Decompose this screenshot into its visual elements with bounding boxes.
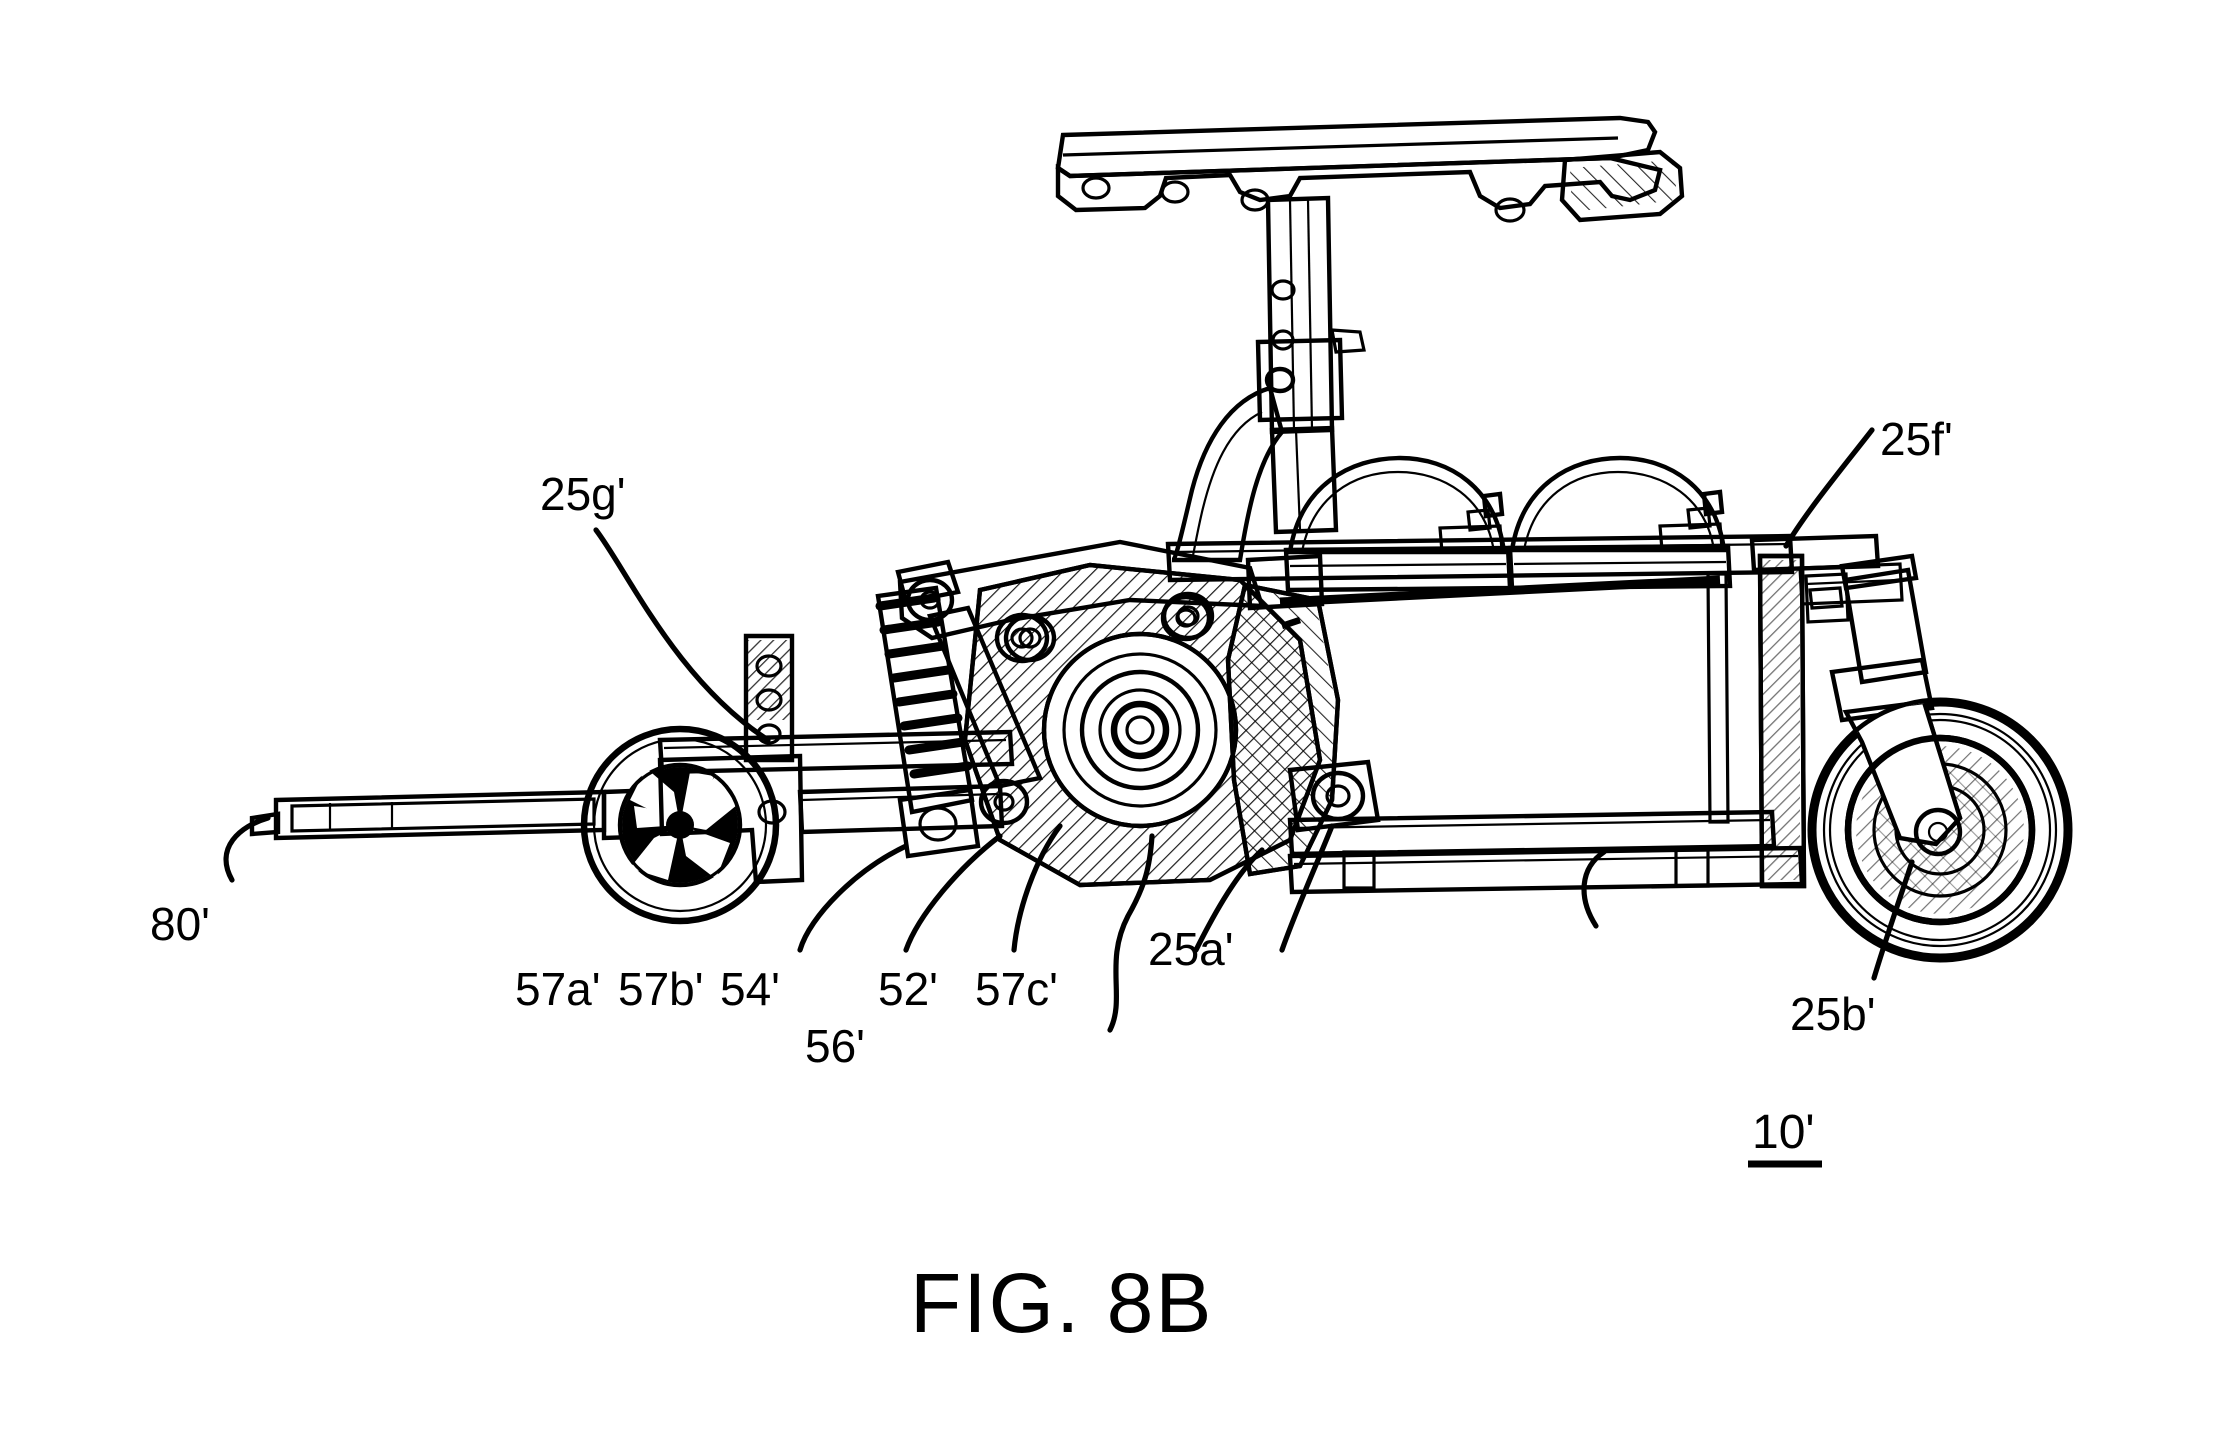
handlebar-hole [1081,176,1111,200]
ref-label-57b: 57b' [618,963,704,1015]
shock-eye [918,806,958,842]
collar-bolt [1264,366,1296,394]
motor-mount-bolt-center [1325,784,1351,808]
figure-caption: FIG. 8B [910,1256,1213,1350]
caster-hub-detail [1842,702,2024,914]
bracket-hole [755,654,783,678]
post-bolt [1270,279,1296,301]
front-wheel [580,725,780,925]
ref-label-25b: 25b' [1790,988,1876,1040]
front-wheel-spokes [622,767,738,883]
ref-label-25g: 25g' [540,468,626,520]
rear-panel [1798,562,1904,606]
caster-wheel [1807,553,2073,963]
leader-lines [223,427,1915,1033]
gearbox-bolt [978,778,1030,826]
ref-label-25f: 25f' [1880,413,1953,465]
ref-label-25a: 25a' [1148,923,1234,975]
front-wheel-tire [580,725,780,925]
bracket-hole [757,799,787,825]
bracket-hole [755,688,783,712]
gearbox-bolt [994,612,1050,664]
handle-neck-shroud [1170,385,1285,563]
handlebar [1055,115,1685,223]
reference-numerals: 80' 25g' 57a' 57b' 54' 56' 52' 57c' 25a'… [150,413,1953,1072]
rear-upright [1749,533,1881,889]
caster-tire [1807,697,2073,963]
assembly-ref-label: 10' [1752,1106,1815,1159]
ref-label-57a: 57a' [515,963,601,1015]
handlebar-hole [1160,180,1190,204]
arm-pivot-center [919,590,941,610]
gearbox-bolt [1161,591,1215,641]
ref-label-80: 80' [150,898,210,950]
motor-assembly [1225,553,1381,877]
battery-right [1507,455,1733,591]
ref-label-54: 54' [720,963,780,1015]
ref-label-52: 52' [878,963,938,1015]
assembly-ref: 10' [1748,1106,1822,1168]
ref-label-56: 56' [805,1020,865,1072]
ref-label-57c: 57c' [975,963,1058,1015]
caster-axle-nut [1913,807,1963,857]
handlebar-hole [1494,197,1526,223]
